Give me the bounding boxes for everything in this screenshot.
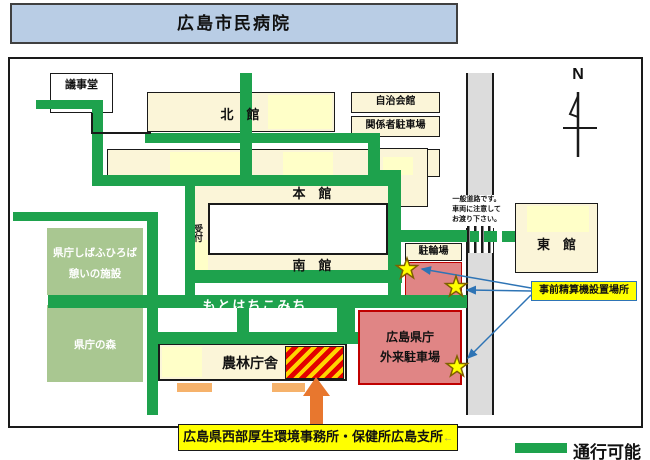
lawn-plaza-area: 県庁しばふひろば 憩いの施設 [47,228,143,295]
page-title: 広島市民病院 [10,3,458,44]
assembly-hall-label: 議事堂 [65,79,98,91]
main-building-label: 本 館 [292,186,332,201]
bicycle-parking-label: 駐輪場 [418,246,449,257]
reception-label: 受付 [193,224,203,242]
prefectural-forest-label: 県庁の森 [74,339,116,351]
corridor-outline-v [91,113,93,134]
route-far-left-v [147,212,158,415]
route-below-north-h [145,133,380,143]
route-crosswalk-branch [401,230,467,242]
staff-parking-building: 関係者駐車場 [351,116,440,137]
corridor-outline-h [91,132,151,134]
agri-forestry-highlight [162,347,202,377]
route-right-v [388,175,401,308]
payment-machine-label: 事前精算機設置場所 [531,281,637,301]
compass-n-label: N [572,66,584,83]
road-note-line3: お渡り下さい。 [452,216,501,223]
route-west-frame-v [185,175,195,308]
east-building-highlight [527,206,589,232]
lawn-plaza-label-2: 憩いの施設 [68,268,122,280]
office-label: 広島県西部厚生環境事務所・保健所広島支所← [178,424,458,451]
office-label-text: 広島県西部厚生環境事務所・保健所広島支所 [182,429,443,444]
courtyard [208,203,388,255]
prefectural-forest-area: 県庁の森 [47,305,143,382]
visitor-parking-upper-lot [405,262,462,297]
street-name-label: もとはちこみち [202,298,308,313]
destination-hatched-area [285,346,344,379]
road-note-line1: 一般道路です。 [452,196,501,203]
legend-passable-label: 通行可能 [573,443,641,460]
visitor-parking-main-lot: 広島県庁 外来駐車場 [358,310,462,385]
upper-wing-highlight-2 [283,152,333,175]
south-building-label: 南 館 [292,258,332,273]
office-label-back-arrow-icon: ← [443,433,453,444]
route-dash-1 [470,231,479,242]
route-north-v [240,73,252,177]
visitor-parking-label-1: 広島県庁 [385,330,434,344]
community-hall-building: 自治会館 [351,92,440,113]
route-main-h [92,175,392,186]
entrance-mark-left [177,383,212,392]
bicycle-parking-building: 駐輪場 [405,243,462,261]
route-south-h [185,270,402,283]
visitor-parking-label-2: 外来駐車場 [379,350,440,364]
entrance-mark-right [272,383,305,392]
route-stub-2 [337,308,355,334]
north-building-highlight [268,95,332,129]
route-dash-3 [502,231,515,242]
staff-parking-label: 関係者駐車場 [365,120,426,131]
route-far-left-h [13,212,158,221]
lawn-plaza-label-1: 県庁しばふひろば [53,247,137,259]
east-building-label: 東 館 [536,237,576,252]
community-hall-label: 自治会館 [375,96,416,107]
route-left-v [92,100,103,178]
route-right-upper-v [368,137,380,177]
route-lower-h [158,332,358,344]
upper-wing-highlight-1 [170,152,240,175]
route-dash-2 [484,231,497,242]
route-stub-1 [237,308,249,334]
road-caution-note: 一般道路です。 車両に注意して お渡り下さい。 [448,195,505,228]
agri-forestry-label: 農林庁舎 [222,355,278,371]
route-right-jog [368,170,401,181]
road-note-line2: 車両に注意して [452,206,501,213]
legend-route-swatch [515,443,567,453]
north-building-label: 北 館 [220,107,260,122]
route-top-left-h [36,100,97,109]
